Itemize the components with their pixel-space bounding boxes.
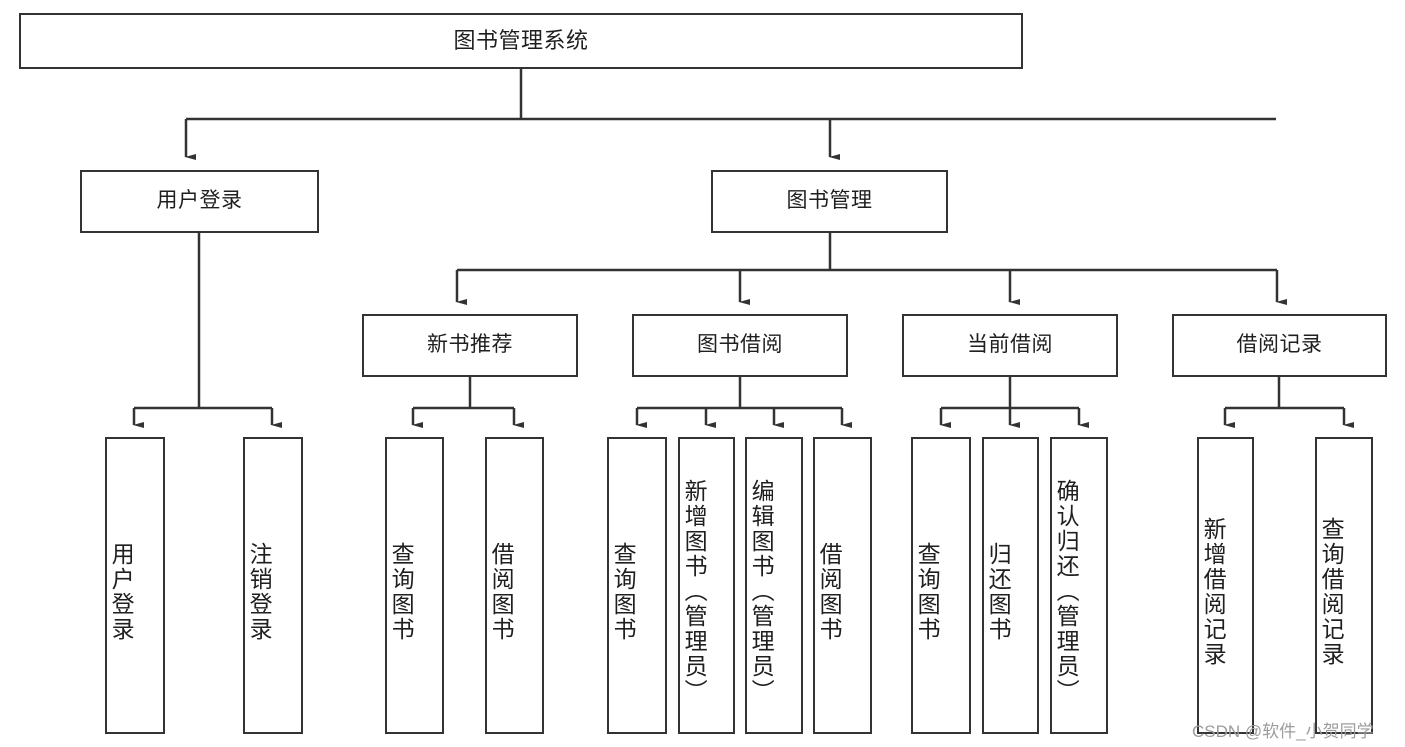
leaf-book-borrow-edit[interactable]: 编辑图书（管理员） — [745, 437, 803, 734]
node-label: 查询借阅记录 — [1318, 516, 1345, 667]
node-label: 新增借阅记录 — [1200, 516, 1227, 667]
node-label: 归还图书 — [985, 541, 1012, 642]
node-book-management[interactable]: 图书管理 — [711, 170, 948, 233]
node-new-book-recommend[interactable]: 新书推荐 — [362, 314, 578, 377]
leaf-current-borrow-query[interactable]: 查询图书 — [911, 437, 971, 734]
node-label: 用户登录 — [108, 541, 135, 642]
node-label: 用户登录 — [156, 189, 243, 213]
leaf-book-borrow-lend[interactable]: 借阅图书 — [813, 437, 872, 734]
node-label: 图书借阅 — [697, 333, 783, 357]
node-label: 当前借阅 — [967, 333, 1053, 357]
node-label: 编辑图书（管理员） — [748, 479, 775, 704]
node-label: 确认归还（管理员） — [1053, 479, 1080, 704]
node-label: 查询图书 — [914, 541, 941, 642]
csdn-watermark: CSDN @软件_小贺同学 — [1192, 722, 1374, 741]
node-label: 新书推荐 — [427, 333, 513, 357]
node-label: 新增图书（管理员） — [681, 479, 708, 704]
node-root-system[interactable]: 图书管理系统 — [19, 13, 1023, 69]
leaf-new-book-query[interactable]: 查询图书 — [385, 437, 444, 734]
leaf-user-login-signout[interactable]: 注销登录 — [243, 437, 303, 734]
node-label: 注销登录 — [246, 541, 273, 642]
leaf-borrow-record-query[interactable]: 查询借阅记录 — [1315, 437, 1373, 734]
leaf-new-book-borrow[interactable]: 借阅图书 — [485, 437, 544, 734]
leaf-borrow-record-add[interactable]: 新增借阅记录 — [1197, 437, 1254, 734]
node-label: 借阅记录 — [1236, 333, 1323, 357]
node-borrow-record[interactable]: 借阅记录 — [1172, 314, 1387, 377]
node-book-borrow[interactable]: 图书借阅 — [632, 314, 848, 377]
leaf-book-borrow-add[interactable]: 新增图书（管理员） — [678, 437, 735, 734]
node-user-login[interactable]: 用户登录 — [80, 170, 319, 233]
node-label: 借阅图书 — [488, 541, 515, 642]
leaf-current-borrow-confirm[interactable]: 确认归还（管理员） — [1050, 437, 1108, 734]
leaf-user-login-signin[interactable]: 用户登录 — [105, 437, 165, 734]
node-label: 图书管理系统 — [453, 28, 589, 54]
leaf-current-borrow-return[interactable]: 归还图书 — [982, 437, 1039, 734]
node-label: 借阅图书 — [816, 541, 843, 642]
node-label: 查询图书 — [388, 541, 415, 642]
node-current-borrow[interactable]: 当前借阅 — [902, 314, 1118, 377]
leaf-book-borrow-query[interactable]: 查询图书 — [607, 437, 667, 734]
node-label: 图书管理 — [786, 189, 873, 213]
node-label: 查询图书 — [610, 541, 637, 642]
